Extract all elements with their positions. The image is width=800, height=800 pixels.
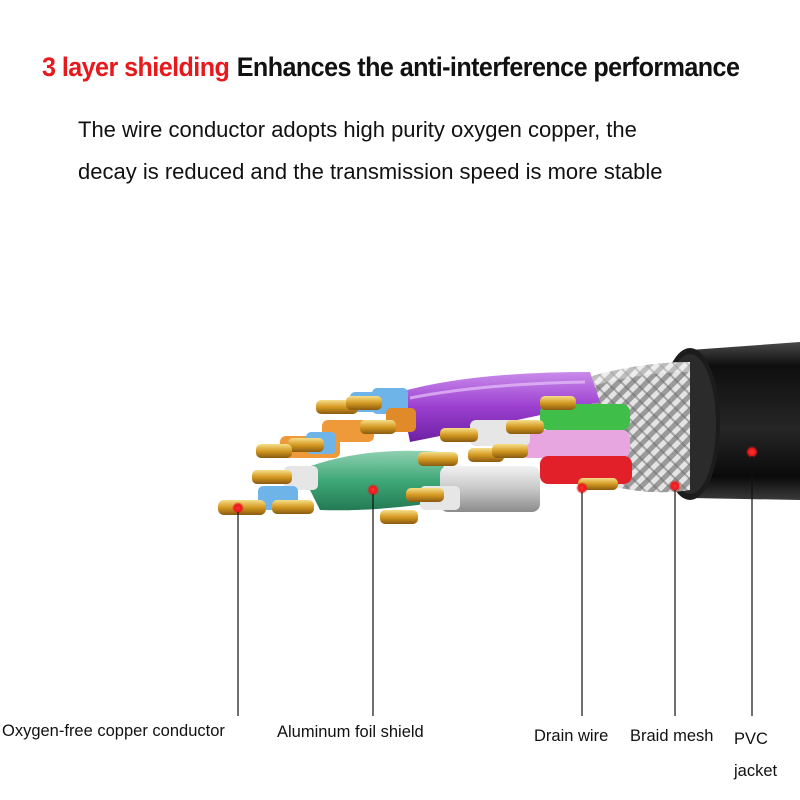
label-drain: Drain wire xyxy=(534,727,609,745)
label-jacket-line2: jacket xyxy=(734,762,778,780)
copper-conductors xyxy=(218,396,618,524)
label-conductor: Oxygen-free copper conductor xyxy=(2,722,225,740)
label-foil: Aluminum foil shield xyxy=(277,723,424,741)
description-line-2: decay is reduced and the transmission sp… xyxy=(78,159,663,184)
label-braid: Braid mesh xyxy=(630,727,714,745)
label-jacket-line1: PVC xyxy=(734,730,768,748)
headline-highlight: 3 layer shielding xyxy=(42,52,230,82)
wire-group-right xyxy=(420,404,632,512)
description-line-1: The wire conductor adopts high purity ox… xyxy=(78,117,637,142)
headline-text: Enhances the anti-interference performan… xyxy=(236,52,740,82)
leader-lines xyxy=(237,456,753,716)
marker-dots xyxy=(232,446,758,514)
